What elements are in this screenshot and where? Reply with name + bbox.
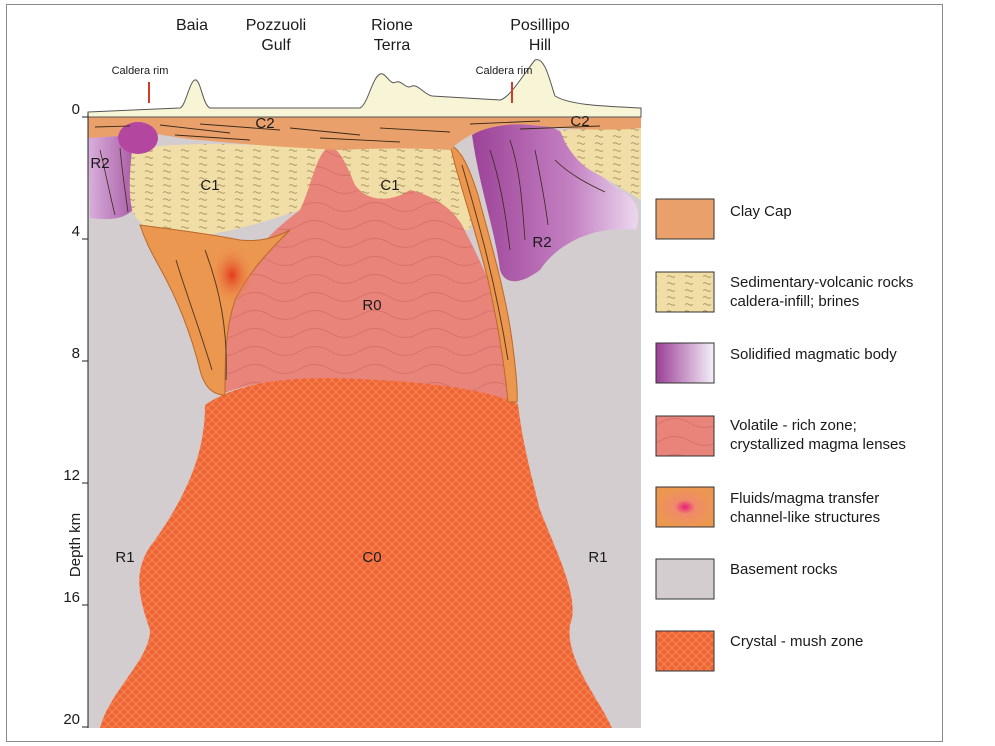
legend-label-basement: Basement rocks — [730, 561, 838, 578]
legend-label-volatile-1: Volatile - rich zone; — [730, 417, 857, 434]
legend-swatch-magmatic-body — [655, 342, 715, 384]
depth-axis-title: Depth km — [67, 513, 84, 577]
fluid-channel-right — [449, 144, 518, 403]
legend-label-crystal-mush: Crystal - mush zone — [730, 633, 863, 650]
legend-label-clay-cap: Clay Cap — [730, 203, 792, 220]
unit-c2-left: C2 — [255, 115, 274, 132]
surface-topography — [87, 59, 642, 118]
unit-r1-right: R1 — [588, 549, 607, 566]
legend: Clay Cap Sedimentary-volcanic rocks cald… — [655, 198, 913, 672]
label-pozzuoli-gulf: Gulf — [261, 37, 291, 54]
label-baia: Baia — [176, 17, 208, 34]
unit-c1-left: C1 — [200, 177, 219, 194]
legend-swatch-sedimentary — [655, 271, 715, 313]
label-posillipo-hill: Hill — [529, 37, 551, 54]
caldera-infill-right — [560, 128, 641, 200]
volatile-rich-zone — [220, 147, 514, 402]
legend-swatch-volatile-zone — [655, 415, 715, 457]
depth-tick-8: 8 — [72, 345, 80, 362]
legend-label-volatile-2: crystallized magma lenses — [730, 436, 906, 453]
legend-label-fluid-2: channel-like structures — [730, 509, 880, 526]
label-posillipo: Posillipo — [510, 17, 570, 34]
unit-r1-left: R1 — [115, 549, 134, 566]
legend-label-sedimentary-1: Sedimentary-volcanic rocks — [730, 274, 913, 291]
solidified-body-right — [472, 122, 639, 282]
label-caldera-rim-left: Caldera rim — [112, 65, 169, 77]
small-intrusion — [118, 122, 158, 154]
label-pozzuoli: Pozzuoli — [246, 17, 306, 34]
unit-c2-right: C2 — [570, 113, 589, 130]
depth-axis: 0 4 8 12 16 20 Depth km — [63, 101, 89, 728]
unit-r2-left: R2 — [90, 155, 109, 172]
legend-swatch-clay-cap — [655, 198, 715, 240]
unit-c0: C0 — [362, 549, 381, 566]
clay-cap-layering — [94, 120, 601, 143]
unit-r0: R0 — [362, 297, 381, 314]
hot-fluid-core — [210, 245, 254, 305]
unit-r2-right: R2 — [532, 234, 551, 251]
label-rione: Rione — [371, 17, 413, 34]
depth-tick-4: 4 — [72, 223, 80, 240]
legend-swatch-fluid-channels — [655, 486, 715, 528]
crystal-mush-zone — [100, 377, 612, 728]
unit-c1-right: C1 — [380, 177, 399, 194]
intrusion-fractures — [99, 139, 606, 251]
depth-tick-12: 12 — [63, 467, 80, 484]
clay-cap — [88, 117, 641, 150]
legend-swatch-basement — [655, 558, 715, 600]
figure-frame — [6, 4, 943, 742]
depth-tick-0: 0 — [72, 101, 80, 118]
legend-label-magmatic-body: Solidified magmatic body — [730, 346, 897, 363]
label-rione-terra: Terra — [374, 37, 411, 54]
legend-label-fluid-1: Fluids/magma transfer — [730, 490, 879, 507]
depth-tick-20: 20 — [63, 711, 80, 728]
caldera-infill-c1 — [129, 144, 472, 237]
depth-tick-16: 16 — [63, 589, 80, 606]
label-caldera-rim-right: Caldera rim — [476, 65, 533, 77]
legend-swatch-crystal-mush — [655, 630, 715, 672]
legend-label-sedimentary-2: caldera-infill; brines — [730, 293, 859, 310]
